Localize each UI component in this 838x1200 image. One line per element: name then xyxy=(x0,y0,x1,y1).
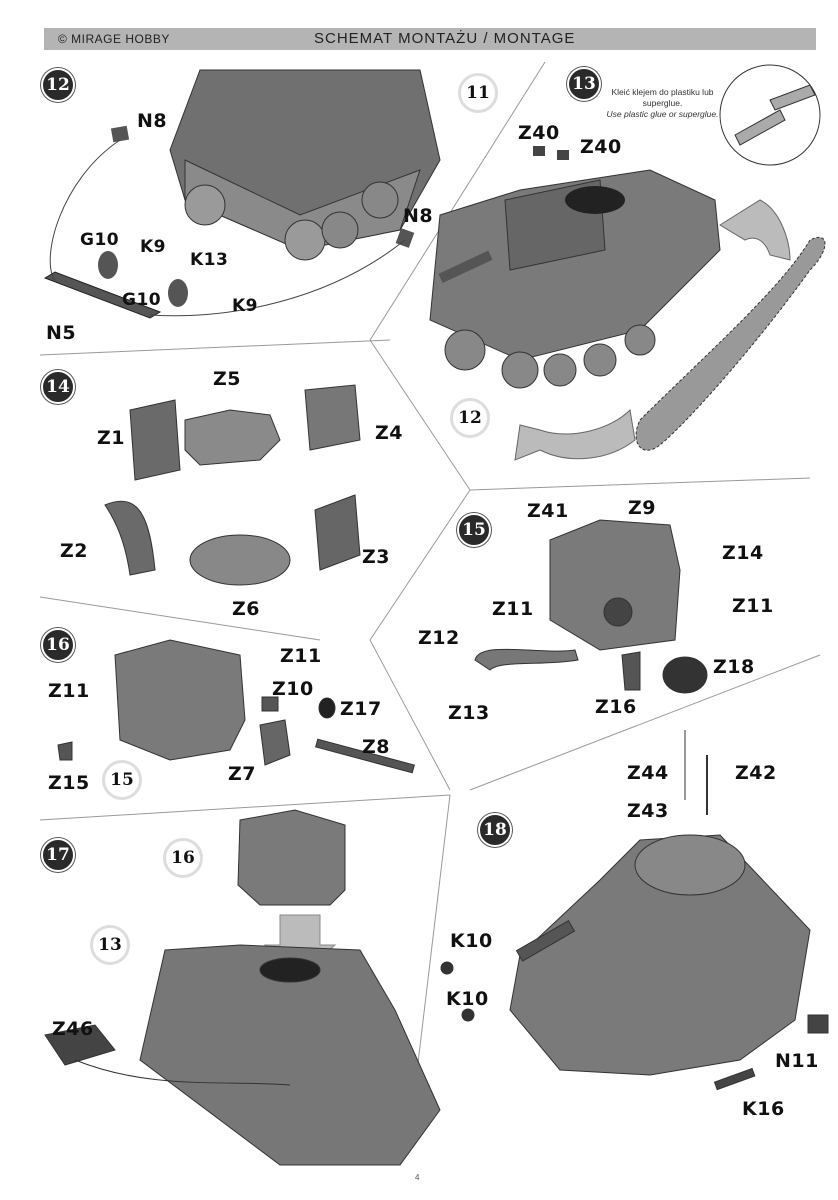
reference-step-12: 12 xyxy=(450,398,490,438)
part-label: Z11 xyxy=(732,595,774,617)
part-label: Z5 xyxy=(213,368,241,390)
part-label: Z11 xyxy=(280,645,322,667)
reference-step-16: 16 xyxy=(163,838,203,878)
part-label: Z41 xyxy=(527,500,569,522)
step-number-16: 16 xyxy=(41,628,75,662)
part-label: Z7 xyxy=(228,763,256,785)
part-label: Z9 xyxy=(628,497,656,519)
part-label: G10 xyxy=(80,230,120,250)
turret-to-hull-illustration xyxy=(44,809,441,1166)
part-label: N8 xyxy=(137,110,168,132)
hull-track-illustration xyxy=(429,64,826,461)
part-label: Z15 xyxy=(48,772,90,794)
step-number-12: 12 xyxy=(41,68,75,102)
section-dividers xyxy=(39,61,821,1131)
page-number: 4 xyxy=(415,1173,420,1182)
page-title: SCHEMAT MONTAŻU / MONTAGE xyxy=(314,30,576,47)
part-label: K9 xyxy=(232,296,259,316)
part-label: Z14 xyxy=(722,542,764,564)
part-label: Z10 xyxy=(272,678,314,700)
part-label: K9 xyxy=(140,237,167,257)
part-label: N8 xyxy=(403,205,434,227)
part-label: K10 xyxy=(446,988,489,1010)
part-label: N5 xyxy=(46,322,77,344)
part-label: Z13 xyxy=(448,702,490,724)
completed-tank-illustration xyxy=(440,730,829,1091)
part-label: Z42 xyxy=(735,762,777,784)
part-label: K16 xyxy=(742,1098,785,1120)
part-label: Z2 xyxy=(60,540,88,562)
part-label: Z44 xyxy=(627,762,669,784)
page-header: © MIRAGE HOBBY SCHEMAT MONTAŻU / MONTAGE xyxy=(44,28,816,50)
part-label: G10 xyxy=(122,290,162,310)
step-number-15: 15 xyxy=(457,513,491,547)
reference-step-15: 15 xyxy=(102,760,142,800)
part-label: Z40 xyxy=(580,136,622,158)
glue-note: Kleić klejem do plastiku lub superglue. … xyxy=(605,87,720,120)
part-label: Z4 xyxy=(375,422,403,444)
part-label: Z11 xyxy=(48,680,90,702)
reference-step-13: 13 xyxy=(90,925,130,965)
hull-rear-illustration xyxy=(43,69,441,319)
part-label: Z46 xyxy=(52,1018,94,1040)
step-number-17: 17 xyxy=(41,838,75,872)
step-number-18: 18 xyxy=(478,813,512,847)
reference-step-11: 11 xyxy=(458,73,498,113)
part-label: Z12 xyxy=(418,627,460,649)
brand-label: © MIRAGE HOBBY xyxy=(58,32,170,46)
glue-note-polish: Kleić klejem do plastiku lub superglue. xyxy=(611,87,714,108)
part-label: Z18 xyxy=(713,656,755,678)
part-label: Z8 xyxy=(362,736,390,758)
turret-step16-illustration xyxy=(57,639,415,774)
part-label: Z40 xyxy=(518,122,560,144)
step-number-13: 13 xyxy=(567,67,601,101)
glue-note-english: Use plastic glue or superglue. xyxy=(606,109,719,119)
part-label: Z17 xyxy=(340,698,382,720)
part-label: K10 xyxy=(450,930,493,952)
part-label: Z16 xyxy=(595,696,637,718)
turret-step15-illustration xyxy=(474,519,708,694)
turret-parts-illustration xyxy=(104,384,361,586)
part-label: N11 xyxy=(775,1050,819,1072)
part-label: K13 xyxy=(190,250,229,270)
part-label: Z3 xyxy=(362,546,390,568)
part-label: Z1 xyxy=(97,427,125,449)
part-label: Z6 xyxy=(232,598,260,620)
step-number-14: 14 xyxy=(41,370,75,404)
part-label: Z11 xyxy=(492,598,534,620)
part-label: Z43 xyxy=(627,800,669,822)
